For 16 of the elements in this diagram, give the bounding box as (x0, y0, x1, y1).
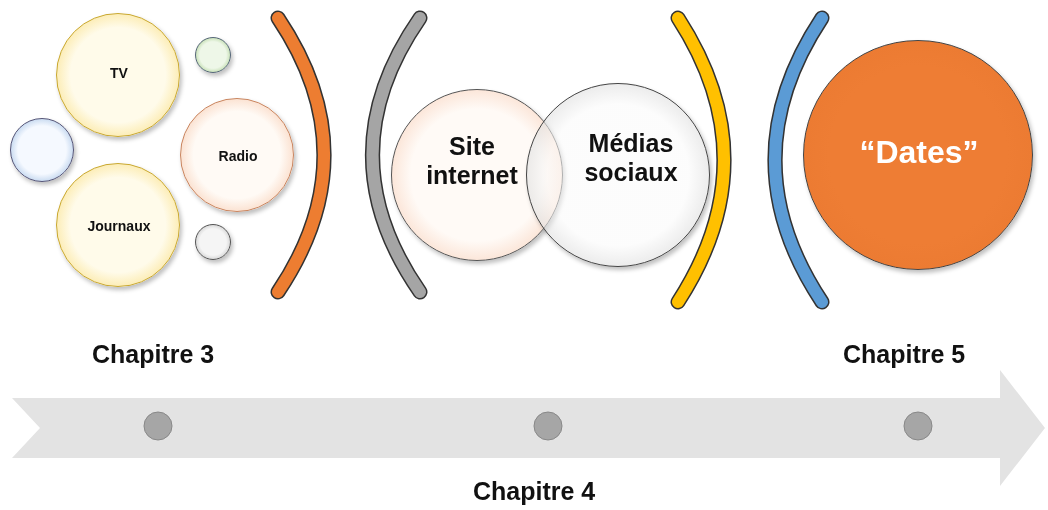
circle-node (56, 163, 180, 287)
circle-bubble (10, 118, 74, 182)
node-label: Site internet (425, 131, 519, 190)
node-label: Journaux (86, 217, 152, 234)
circle-node (56, 13, 180, 137)
circle-node (391, 89, 563, 261)
circle-bubble (195, 224, 231, 260)
node-label: “Dates” (858, 133, 980, 171)
node-label: Radio (217, 147, 259, 164)
circle-node (180, 98, 294, 212)
chapter-label: Chapitre 4 (473, 477, 596, 506)
chapter-label: Chapitre 5 (843, 340, 966, 369)
node-label: TV (109, 64, 129, 81)
chapter-label: Chapitre 3 (92, 340, 215, 369)
node-label: Médias sociaux (583, 128, 679, 187)
circle-bubble (195, 37, 231, 73)
